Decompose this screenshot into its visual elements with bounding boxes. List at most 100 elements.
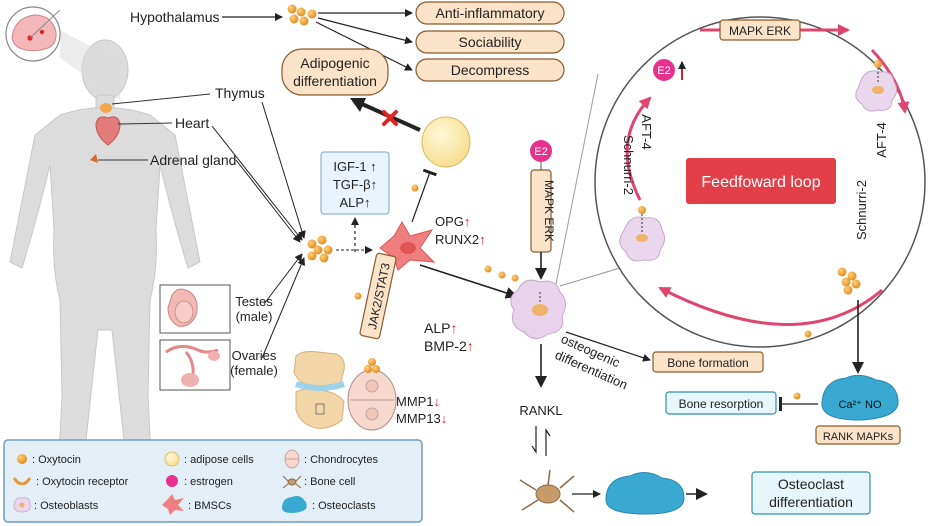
thymus-label: Thymus xyxy=(215,85,265,101)
legend-oxytocin-receptor-icon xyxy=(12,477,32,486)
bone-cell-icon xyxy=(519,469,575,513)
osteoclast-cell-right-icon: Ca²⁺ NO xyxy=(821,374,899,421)
legend-estrogen-label: : estrogen xyxy=(184,476,233,488)
legend-oxytocin-label: : Oxytocin xyxy=(32,454,81,466)
svg-text:MAPK ERK: MAPK ERK xyxy=(542,180,556,242)
chondrocyte-cell-icon xyxy=(347,369,397,431)
adipose-inhibition-line xyxy=(411,168,437,223)
feedforward-loop-box: Feedfoward loop xyxy=(686,158,836,204)
svg-text:Decompress: Decompress xyxy=(451,62,530,78)
bone-formation-box: Bone formation xyxy=(652,351,764,373)
legend-osteoblast-icon xyxy=(13,497,31,513)
svg-text:ALP↑: ALP↑ xyxy=(339,195,370,210)
aft4-right-label: AFT-4 xyxy=(874,122,889,157)
legend-adipose-cell-icon xyxy=(164,451,180,467)
svg-text:differentiation: differentiation xyxy=(293,73,377,89)
svg-text:MAPK ERK: MAPK ERK xyxy=(729,24,791,38)
adrenal-gland-icon xyxy=(90,154,98,163)
legend-estrogen-icon xyxy=(166,475,178,487)
oxytocin-cluster-top xyxy=(287,4,317,26)
alp-label: ALP xyxy=(424,320,450,336)
rank-mapks-box: RANK MAPKs xyxy=(815,425,901,445)
ovaries-sub-label: (female) xyxy=(230,363,278,378)
svg-text:Feedfoward loop: Feedfoward loop xyxy=(701,174,820,191)
svg-text:Adipogenic: Adipogenic xyxy=(300,55,369,71)
legend-chondrocyte-icon xyxy=(284,449,300,469)
legend-receptor-label: : Oxytocin receptor xyxy=(36,476,129,488)
ovaries-label: Ovaries xyxy=(232,348,277,363)
anti-inflammatory-box: Anti-inflammatory xyxy=(415,1,565,25)
svg-text:BMP-2↑: BMP-2↑ xyxy=(424,338,474,354)
bone-resorption-box: Bone resorption xyxy=(665,391,777,415)
svg-text:Sociability: Sociability xyxy=(458,34,521,50)
heart-label: Heart xyxy=(175,115,209,131)
legend-bmsc-label: : BMSCs xyxy=(188,500,232,512)
legend-bone-cell-label: : Bone cell xyxy=(304,476,355,488)
equilibrium-arrows xyxy=(531,426,551,456)
adipose-cell-icon xyxy=(421,116,471,168)
testes-sub-label: (male) xyxy=(236,309,273,324)
decompress-box: Decompress xyxy=(415,58,565,82)
svg-text:Bone formation: Bone formation xyxy=(667,356,748,370)
mapk-erk-top-box: MAPK ERK xyxy=(719,19,801,41)
mmp13-label: MMP13 xyxy=(396,411,441,426)
svg-text:OPG↑: OPG↑ xyxy=(435,214,470,229)
oxytocin-cluster-center xyxy=(307,235,333,263)
runx2-label: RUNX2 xyxy=(435,232,479,247)
legend-osteoclast-label: : Osteoclasts xyxy=(312,500,376,512)
loop-osteoblast-left-icon xyxy=(619,206,666,262)
legend: : Oxytocin : adipose cells : Chondrocyte… xyxy=(3,439,423,523)
svg-text:ALP↑: ALP↑ xyxy=(424,320,457,336)
effect-arrows xyxy=(315,9,413,71)
svg-text:TGF-β↑: TGF-β↑ xyxy=(333,177,377,192)
bmp2-label: BMP-2 xyxy=(424,338,467,354)
testes-inset xyxy=(159,284,231,334)
svg-text:MMP13↓: MMP13↓ xyxy=(396,411,447,426)
brain-inset xyxy=(5,6,120,100)
testes-label: Testes xyxy=(235,294,273,309)
legend-oxytocin-icon xyxy=(17,454,27,464)
svg-text:Ca²⁺ NO: Ca²⁺ NO xyxy=(838,399,882,411)
loop-arrows xyxy=(625,24,910,326)
adrenal-gland-label: Adrenal gland xyxy=(150,152,236,168)
legend-bone-cell-icon xyxy=(282,475,302,489)
loop-oxytocin-cluster xyxy=(837,267,861,295)
thymus-icon xyxy=(100,103,112,113)
svg-text:RANK MAPKs: RANK MAPKs xyxy=(823,431,894,443)
estrogen-e2-icon: E2 xyxy=(530,140,552,162)
aft4-left-label: AFT-4 xyxy=(639,114,654,149)
adipogenic-differentiation-box: Adipogenic differentiation xyxy=(281,48,389,96)
svg-text:differentiation: differentiation xyxy=(769,494,853,510)
legend-bmsc-icon xyxy=(162,494,184,515)
bmsc-cell-icon xyxy=(379,220,436,271)
osteoclast-cell-bottom-icon xyxy=(605,472,685,515)
knee-joint-icon xyxy=(293,351,345,429)
svg-text:IGF-1 ↑: IGF-1 ↑ xyxy=(333,159,376,174)
secretion-arrows xyxy=(211,101,306,359)
organ-leader-lines xyxy=(29,9,211,161)
legend-osteoblast-label: : Osteoblasts xyxy=(34,500,99,512)
ovaries-inset xyxy=(159,339,231,391)
osteoclast-differentiation-box: Osteoclast differentiation xyxy=(751,471,871,515)
growth-factor-box: IGF-1 ↑ TGF-β↑ ALP↑ xyxy=(320,151,390,215)
svg-text:E2: E2 xyxy=(534,146,547,158)
hypothalamus-label: Hypothalamus xyxy=(130,9,220,25)
svg-text:MMP1↓: MMP1↓ xyxy=(396,394,440,409)
osteoblast-cell-icon xyxy=(510,279,566,339)
svg-text:Bone resorption: Bone resorption xyxy=(679,397,764,411)
mmp1-label: MMP1 xyxy=(396,394,434,409)
schnurri2-left-label: Schnurri-2 xyxy=(621,135,636,195)
svg-text:E2: E2 xyxy=(657,65,670,77)
svg-text:Anti-inflammatory: Anti-inflammatory xyxy=(436,5,545,21)
svg-text:RUNX2↑: RUNX2↑ xyxy=(435,232,486,247)
rankl-label: RANKL xyxy=(519,403,562,418)
legend-chondrocyte-label: : Chondrocytes xyxy=(304,454,378,466)
legend-adipose-label: : adipose cells xyxy=(184,454,254,466)
svg-text:Osteoclast: Osteoclast xyxy=(778,476,844,492)
mapk-erk-vertical-box: MAPK ERK xyxy=(530,169,556,253)
opg-label: OPG xyxy=(435,214,464,229)
legend-osteoclast-icon xyxy=(282,496,307,513)
block-cross-icon xyxy=(382,110,398,126)
